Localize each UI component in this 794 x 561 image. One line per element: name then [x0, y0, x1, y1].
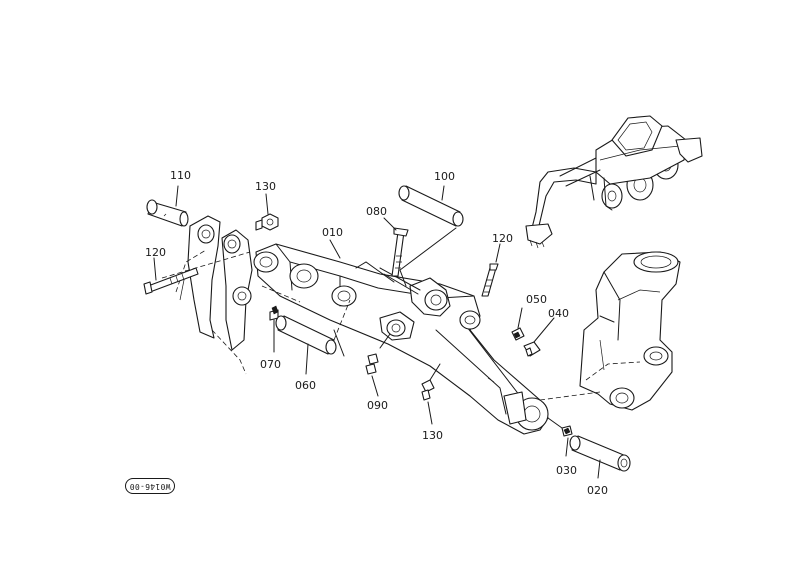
swing-post-plates [161, 215, 253, 375]
grease-nipple-070 [269, 305, 279, 353]
part-label-120-left: 120 [145, 246, 166, 259]
bolt-120-right [481, 243, 501, 297]
part-label-110: 110 [170, 169, 191, 182]
pin-020 [569, 435, 631, 479]
part-label-120-right: 120 [492, 232, 513, 245]
figure-code-badge: W0146-00 [125, 478, 175, 494]
pin-100 [398, 185, 464, 287]
bolt-120-left [143, 257, 199, 295]
backhoe-machine-illustration [525, 115, 703, 249]
part-label-100: 100 [434, 170, 455, 183]
assembly-line-1 [539, 391, 601, 401]
part-label-130-bottom: 130 [422, 429, 443, 442]
nut-090 [365, 333, 391, 397]
part-label-060: 060 [295, 379, 316, 392]
bolt-080 [383, 217, 409, 277]
fitting-030 [547, 417, 573, 457]
part-label-070: 070 [260, 358, 281, 371]
pin-110 [146, 185, 189, 227]
part-label-020: 020 [587, 484, 608, 497]
part-label-040: 040 [548, 307, 569, 320]
swing-bracket [579, 251, 681, 411]
part-label-010: 010 [322, 226, 343, 239]
assembly-line-2 [261, 285, 301, 303]
nut-130-bottom [421, 363, 441, 425]
part-label-090: 090 [367, 399, 388, 412]
nut-130-top [255, 193, 279, 231]
part-label-080: 080 [366, 205, 387, 218]
boom-arm [253, 243, 549, 435]
pin-060 [275, 299, 351, 375]
part-label-050: 050 [526, 293, 547, 306]
fitting-050-040 [511, 307, 555, 357]
part-label-130-top: 130 [255, 180, 276, 193]
leader-010 [329, 239, 341, 259]
part-label-030: 030 [556, 464, 577, 477]
